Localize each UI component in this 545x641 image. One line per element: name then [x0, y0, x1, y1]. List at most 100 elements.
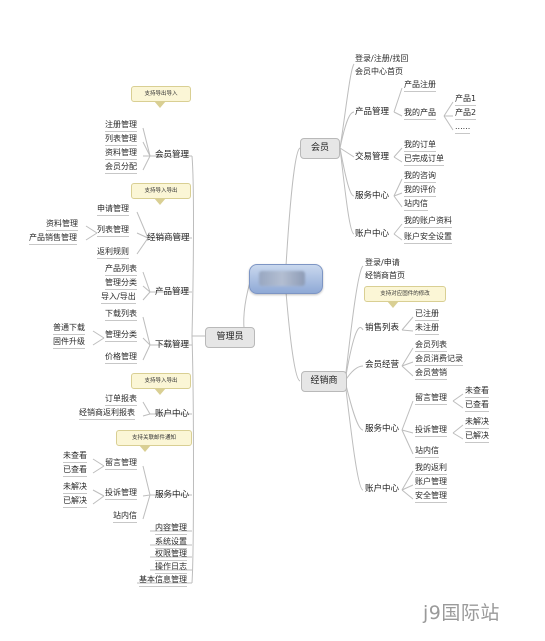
admin-basic-info-mgmt[interactable]: 基本信息管理	[139, 575, 187, 587]
my-account-info[interactable]: 我的账户资料	[404, 216, 452, 228]
admin-dealer-list-mgmt[interactable]: 列表管理	[97, 225, 129, 237]
dealer-complaint-mgmt[interactable]: 投诉管理	[415, 425, 447, 437]
dealer-msg-unread[interactable]: 未查看	[465, 386, 489, 398]
member-inbox[interactable]: 站内信	[404, 199, 428, 211]
admin-permission-mgmt[interactable]: 权限管理	[155, 549, 187, 561]
account-security[interactable]: 账户安全设置	[404, 232, 452, 244]
root-label-blurred	[259, 271, 305, 286]
admin-price-mgmt[interactable]: 价格管理	[105, 352, 137, 364]
connector	[339, 147, 355, 158]
connector	[142, 155, 151, 171]
admin-download-list[interactable]: 下载列表	[105, 309, 137, 321]
admin-dealer-data-mgmt[interactable]: 资料管理	[46, 219, 78, 231]
admin-message-mgmt[interactable]: 留言管理	[105, 458, 137, 470]
admin-download-mgmt[interactable]: 下载管理	[155, 340, 190, 350]
my-orders[interactable]: 我的订单	[404, 140, 436, 152]
product-1[interactable]: 产品1	[455, 94, 477, 106]
connector	[401, 470, 414, 491]
admin-data-mgmt[interactable]: 资料管理	[105, 148, 137, 160]
admin-normal-download[interactable]: 普通下载	[53, 323, 85, 335]
connector	[142, 291, 151, 301]
member-marketing[interactable]: 会员营销	[415, 368, 447, 380]
admin-member-assign[interactable]: 会员分配	[105, 162, 137, 174]
connector	[393, 147, 403, 158]
completed-orders[interactable]: 已完成订单	[404, 154, 444, 166]
admin-download-category[interactable]: 管理分类	[105, 330, 137, 342]
dealer-complaint-unsolved[interactable]: 未解决	[465, 417, 489, 429]
admin-product-sales-mgmt[interactable]: 产品销售管理	[29, 233, 77, 245]
unregistered[interactable]: 未注册	[415, 323, 439, 335]
member-account-center[interactable]: 账户中心	[355, 229, 390, 239]
dealer-message-mgmt[interactable]: 留言管理	[415, 393, 447, 405]
member-home[interactable]: 会员中心首页	[355, 67, 403, 76]
admin-node[interactable]: 管理员	[205, 327, 255, 348]
member-trade-mgmt[interactable]: 交易管理	[355, 152, 390, 162]
admin-complaint-solved[interactable]: 已解决	[63, 496, 87, 508]
admin-rebate-rules[interactable]: 返利规则	[97, 247, 129, 259]
admin-service-center[interactable]: 服务中心	[155, 490, 190, 500]
dealer-sales-list[interactable]: 销售列表	[365, 323, 400, 333]
admin-product-category[interactable]: 管理分类	[105, 278, 137, 290]
admin-register-mgmt[interactable]: 注册管理	[105, 120, 137, 132]
connector	[443, 101, 454, 117]
dealer-inbox[interactable]: 站内信	[415, 446, 439, 458]
dealer-member-business[interactable]: 会员经营	[365, 360, 400, 370]
product-register[interactable]: 产品注册	[404, 80, 436, 92]
admin-msg-read[interactable]: 已查看	[63, 465, 87, 477]
dealer-home[interactable]: 经销商首页	[365, 271, 405, 280]
connector	[92, 495, 105, 505]
admin-product-mgmt[interactable]: 产品管理	[155, 287, 190, 297]
connector	[452, 432, 464, 440]
connector	[452, 424, 464, 434]
admin-inbox[interactable]: 站内信	[113, 511, 137, 523]
connector	[401, 400, 414, 431]
connector	[393, 111, 403, 117]
dealer-msg-read[interactable]: 已查看	[465, 400, 489, 412]
root-node[interactable]	[249, 264, 323, 294]
my-inquiries[interactable]: 我的咨询	[404, 171, 436, 183]
member-service-center[interactable]: 服务中心	[355, 191, 390, 201]
watermark: j9国际站	[423, 602, 500, 624]
admin-operation-log[interactable]: 操作日志	[155, 562, 187, 574]
product-2[interactable]: 产品2	[455, 108, 477, 120]
dealer-security-mgmt[interactable]: 安全管理	[415, 491, 447, 503]
dealer-node[interactable]: 经销商	[301, 371, 347, 392]
admin-dealer-rebate-report[interactable]: 经销商返利报表	[79, 408, 135, 420]
admin-complaint-mgmt[interactable]: 投诉管理	[105, 488, 137, 500]
admin-product-list[interactable]: 产品列表	[105, 264, 137, 276]
my-products[interactable]: 我的产品	[404, 108, 436, 120]
admin-order-report[interactable]: 订单报表	[105, 394, 137, 406]
member-login[interactable]: 登录/注册/找回	[355, 54, 409, 63]
connector	[401, 489, 414, 500]
connector	[142, 271, 151, 293]
admin-import-export[interactable]: 导入/导出	[101, 292, 136, 304]
dealer-login[interactable]: 登录/申请	[365, 258, 400, 267]
connector	[136, 237, 149, 255]
admin-firmware-upgrade[interactable]: 固件升级	[53, 337, 85, 349]
admin-member-mgmt[interactable]: 会员管理	[155, 150, 190, 160]
registered[interactable]: 已注册	[415, 309, 439, 321]
member-list[interactable]: 会员列表	[415, 340, 447, 352]
connector	[401, 429, 414, 434]
admin-dealer-mgmt[interactable]: 经销商管理	[147, 233, 190, 243]
admin-system-settings[interactable]: 系统设置	[155, 537, 187, 549]
admin-account-center[interactable]: 账户中心	[155, 409, 190, 419]
my-reviews[interactable]: 我的评价	[404, 185, 436, 197]
dealer-account-mgmt[interactable]: 账户管理	[415, 477, 447, 489]
connector	[92, 330, 105, 339]
member-product-mgmt[interactable]: 产品管理	[355, 107, 390, 117]
admin-apply-mgmt[interactable]: 申请管理	[97, 204, 129, 216]
admin-list-mgmt[interactable]: 列表管理	[105, 134, 137, 146]
member-node[interactable]: 会员	[300, 138, 340, 159]
admin-content-mgmt[interactable]: 内容管理	[155, 523, 187, 535]
dealer-service-center[interactable]: 服务中心	[365, 424, 400, 434]
admin-msg-unread[interactable]: 未查看	[63, 451, 87, 463]
member-consumption[interactable]: 会员消费记录	[415, 354, 463, 366]
dealer-account-center[interactable]: 账户中心	[365, 484, 400, 494]
dealer-complaint-solved[interactable]: 已解决	[465, 431, 489, 443]
admin-complaint-unsolved[interactable]: 未解决	[63, 482, 87, 494]
connector	[401, 429, 414, 455]
connector	[393, 192, 403, 197]
my-rebate[interactable]: 我的返利	[415, 463, 447, 475]
